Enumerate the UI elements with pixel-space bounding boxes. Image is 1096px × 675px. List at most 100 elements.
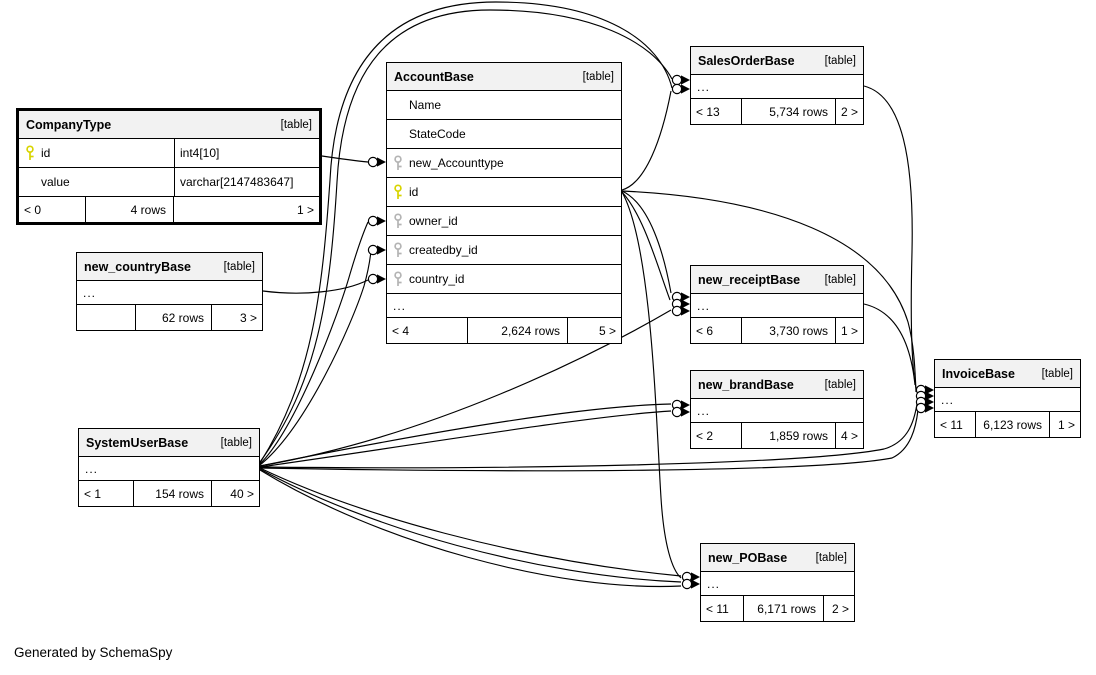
table-name[interactable]: new_countryBase: [84, 259, 191, 274]
table-CompanyType[interactable]: CompanyType [table] id int4[10] value varcha…: [16, 108, 322, 225]
table-name[interactable]: new_brandBase: [698, 377, 794, 392]
more-columns-ellipsis: ...: [691, 75, 863, 99]
fk-edge-SystemUserBase-to-new_POBase: [259, 467, 682, 577]
table-name[interactable]: new_receiptBase: [698, 272, 801, 287]
column-row: country_id: [387, 265, 621, 294]
fk-edge-AccountBase-id-to-InvoiceBase: [621, 190, 917, 393]
table-header: CompanyType [table]: [19, 111, 319, 139]
column-row: id int4[10]: [19, 139, 319, 168]
footer-row-count: 6,171 rows: [743, 596, 823, 621]
footer-children-count[interactable]: 5 >: [567, 318, 621, 343]
footer-parents-count[interactable]: < 0: [24, 202, 42, 217]
fk-edge-SystemUserBase-to-InvoiceBase: [259, 403, 918, 469]
fk-edge-AccountBase-id-to-new_receiptBase: [621, 191, 671, 301]
footer-parents-count[interactable]: < 11: [706, 601, 729, 616]
fk-edge-SystemUserBase-to-new_receiptBase: [259, 309, 672, 467]
footer-children-count[interactable]: 1 >: [1049, 412, 1080, 437]
table-tag: [table]: [815, 551, 847, 564]
fk-edge-SystemUserBase-to-new_POBase: [259, 468, 682, 583]
fk-edge-SalesOrderBase-to-InvoiceBase: [863, 85, 917, 389]
column-name: Name: [409, 98, 442, 112]
table-tag: [table]: [824, 273, 856, 286]
fk-edge-CompanyType-id-to-AccountBase-new_Accounttype: [321, 155, 369, 163]
footer-children-count[interactable]: 3 >: [211, 305, 262, 330]
foreign-key-icon: [394, 271, 402, 286]
column-row: value varchar[2147483647]: [19, 168, 319, 197]
cardinality-marker-InvoiceBase: [915, 402, 934, 414]
table-name[interactable]: SystemUserBase: [86, 435, 189, 450]
primary-key-icon-slot: [387, 184, 409, 200]
table-name[interactable]: CompanyType: [26, 117, 112, 132]
fk-edge-SystemUserBase-to-SalesOrderBase: [259, 1, 673, 464]
table-name[interactable]: InvoiceBase: [942, 366, 1015, 381]
fk-edge-AccountBase-id-to-new_receiptBase: [621, 190, 672, 294]
fk-edge-AccountBase-id-to-new_POBase: [621, 191, 682, 579]
column-row: Name: [387, 91, 621, 120]
footer-parents-count[interactable]: < 11: [940, 417, 963, 432]
footer-children-count[interactable]: 1 >: [173, 197, 319, 222]
footer-row-count: 6,123 rows: [975, 412, 1049, 437]
column-name: id: [41, 146, 51, 160]
footer-row-count: 4 rows: [85, 197, 173, 222]
footer-children-count[interactable]: 2 >: [823, 596, 854, 621]
table-tag: [table]: [280, 118, 312, 131]
column-name: createdby_id: [409, 243, 478, 257]
cardinality-marker-new_receiptBase: [671, 305, 690, 317]
column-type: int4[10]: [180, 146, 220, 160]
more-columns-ellipsis: ...: [79, 457, 259, 481]
column-name: new_Accounttype: [409, 156, 504, 170]
footer-parents-count[interactable]: < 6: [696, 323, 714, 338]
table-header: SystemUserBase [table]: [79, 429, 259, 457]
footer-parents-count[interactable]: [77, 305, 135, 330]
cardinality-marker-new_POBase: [681, 571, 700, 583]
fk-edge-SystemUserBase-to-AccountBase-owner_id: [259, 221, 369, 465]
footer-children-count[interactable]: 1 >: [835, 318, 863, 343]
column-row: id: [387, 178, 621, 207]
table-name[interactable]: new_POBase: [708, 550, 788, 565]
column-name-cell: id: [19, 139, 175, 167]
table-name[interactable]: AccountBase: [394, 69, 474, 84]
column-type: varchar[2147483647]: [180, 175, 294, 189]
footer-row-count: 1,859 rows: [741, 423, 835, 448]
fk-edge-SystemUserBase-to-InvoiceBase: [259, 409, 919, 472]
footer-parents-count[interactable]: < 1: [84, 486, 102, 501]
cardinality-marker-AccountBase-owner_id: [367, 215, 386, 227]
foreign-key-icon: [394, 242, 402, 257]
footer-row-count: 154 rows: [133, 481, 211, 506]
cardinality-marker-AccountBase-country_id: [367, 273, 386, 285]
table-tag: [table]: [220, 436, 252, 449]
fk-edge-SystemUserBase-to-new_brandBase: [259, 410, 672, 468]
cardinality-marker-new_brandBase: [671, 406, 690, 418]
footer-parents-count[interactable]: < 2: [696, 428, 714, 443]
footer-children-count[interactable]: 4 >: [835, 423, 863, 448]
table-name[interactable]: SalesOrderBase: [698, 53, 795, 68]
footer-parents-count[interactable]: < 4: [392, 323, 410, 338]
column-name: owner_id: [409, 214, 458, 228]
footer-parents-count[interactable]: < 13: [696, 104, 720, 119]
fk-edge-SystemUserBase-to-SalesOrderBase: [259, 9, 673, 463]
table-header: SalesOrderBase[table]: [691, 47, 863, 75]
table-header: new_countryBase[table]: [77, 253, 262, 281]
table-tag: [table]: [582, 70, 614, 83]
primary-key-icon: [26, 145, 34, 160]
column-name: id: [409, 185, 419, 199]
column-name: value: [41, 175, 70, 189]
table-header: new_POBase [table]: [701, 544, 854, 572]
table-header: new_receiptBase [table]: [691, 266, 863, 294]
foreign-key-icon-slot: [387, 271, 409, 287]
table-header: AccountBase [table]: [387, 63, 621, 91]
footer-children-count[interactable]: 2 >: [835, 99, 863, 124]
footer-children-count[interactable]: 40 >: [211, 481, 259, 506]
